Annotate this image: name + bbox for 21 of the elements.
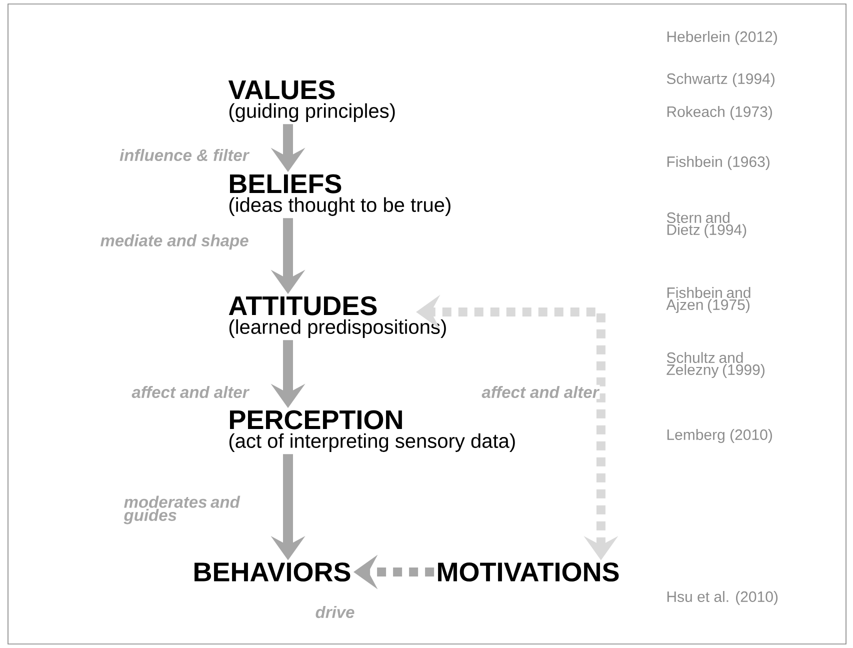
reference-text: Lemberg (2010) <box>667 429 772 443</box>
reference-text: Stern and Dietz (1994) <box>666 212 746 238</box>
concept-heading: BELIEFS (ideas thought to be true) <box>229 174 450 216</box>
edge-label: affect and alter <box>480 384 600 400</box>
concept-heading: ATTITUDES (learned predispositions) <box>228 296 446 338</box>
edge-label: drive <box>314 604 356 620</box>
reference-text: Fishbein and Ajzen (1975) <box>666 287 750 313</box>
concept-heading: MOTIVATIONS <box>438 562 619 582</box>
reference-text: Hsu et al. (2010) <box>667 591 778 605</box>
reference-text: Schwartz (1994) <box>666 73 774 87</box>
concept-heading: VALUES (guiding principles) <box>228 80 395 122</box>
reference-text: Rokeach (1973) <box>667 106 772 120</box>
reference-text: Heberlein (2012) <box>667 31 777 45</box>
edge-label: moderates and guides <box>122 494 250 526</box>
concept-heading: PERCEPTION (act of interpreting sensory data) <box>229 410 515 452</box>
edge-label: affect and alter <box>130 384 250 400</box>
reference-text: Schultz and Zelezny (1999) <box>666 352 764 378</box>
concept-heading: BEHAVIORS <box>194 562 350 582</box>
edge-label: influence & filter <box>118 148 250 162</box>
edge-label: mediate and shape <box>99 233 250 251</box>
reference-text: Fishbein (1963) <box>667 156 770 170</box>
